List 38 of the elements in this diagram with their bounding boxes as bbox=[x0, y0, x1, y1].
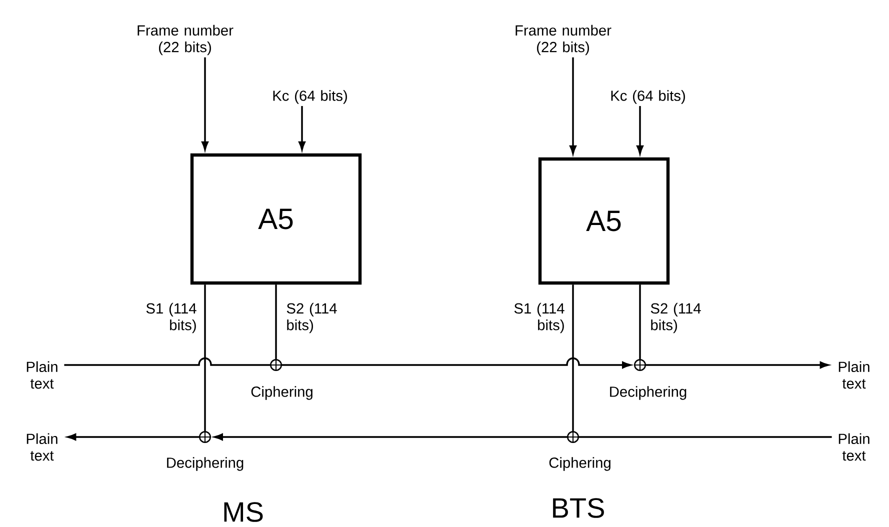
connector bbox=[202, 57, 208, 150]
connector bbox=[67, 434, 199, 440]
edge-label: S1 (114 bits) bbox=[514, 302, 564, 334]
cipher-box: A5 bbox=[538, 157, 670, 285]
input-label: Plain text bbox=[838, 433, 870, 461]
input-label: Frame number (22 bits) bbox=[138, 24, 234, 56]
connector bbox=[579, 436, 832, 438]
operation-label: Deciphering bbox=[167, 457, 244, 471]
side-label: BTS bbox=[553, 498, 604, 518]
input-label: Plain text bbox=[26, 361, 58, 389]
xor-circle bbox=[199, 431, 211, 443]
connector bbox=[282, 358, 631, 368]
cipher-box: A5 bbox=[190, 153, 362, 285]
edge-label: S1 (114 bits) bbox=[146, 302, 196, 334]
connector bbox=[572, 284, 574, 431]
connector bbox=[639, 284, 641, 359]
input-label: Frame number (22 bits) bbox=[516, 24, 612, 56]
edge-label: S2 (114 bits) bbox=[286, 302, 337, 334]
connector bbox=[64, 357, 270, 366]
operation-label: Ciphering bbox=[251, 386, 312, 400]
xor-circle bbox=[634, 359, 646, 371]
side-label: MS bbox=[224, 502, 263, 522]
connector bbox=[646, 362, 829, 368]
operation-label: Deciphering bbox=[610, 386, 686, 400]
connector bbox=[298, 106, 306, 150]
xor-circle bbox=[270, 359, 282, 371]
input-label: Kc (64 bits) bbox=[273, 90, 347, 104]
input-label: Plain text bbox=[838, 361, 870, 389]
input-label: Kc (64 bits) bbox=[611, 90, 685, 104]
connector bbox=[204, 284, 206, 431]
connector bbox=[570, 57, 576, 154]
operation-label: Ciphering bbox=[549, 457, 610, 471]
xor-circle bbox=[567, 431, 579, 443]
connector bbox=[275, 284, 277, 359]
connector bbox=[214, 434, 567, 440]
input-label: Plain text bbox=[26, 433, 58, 461]
connector bbox=[636, 106, 644, 154]
edge-label: S2 (114 bits) bbox=[650, 302, 701, 334]
